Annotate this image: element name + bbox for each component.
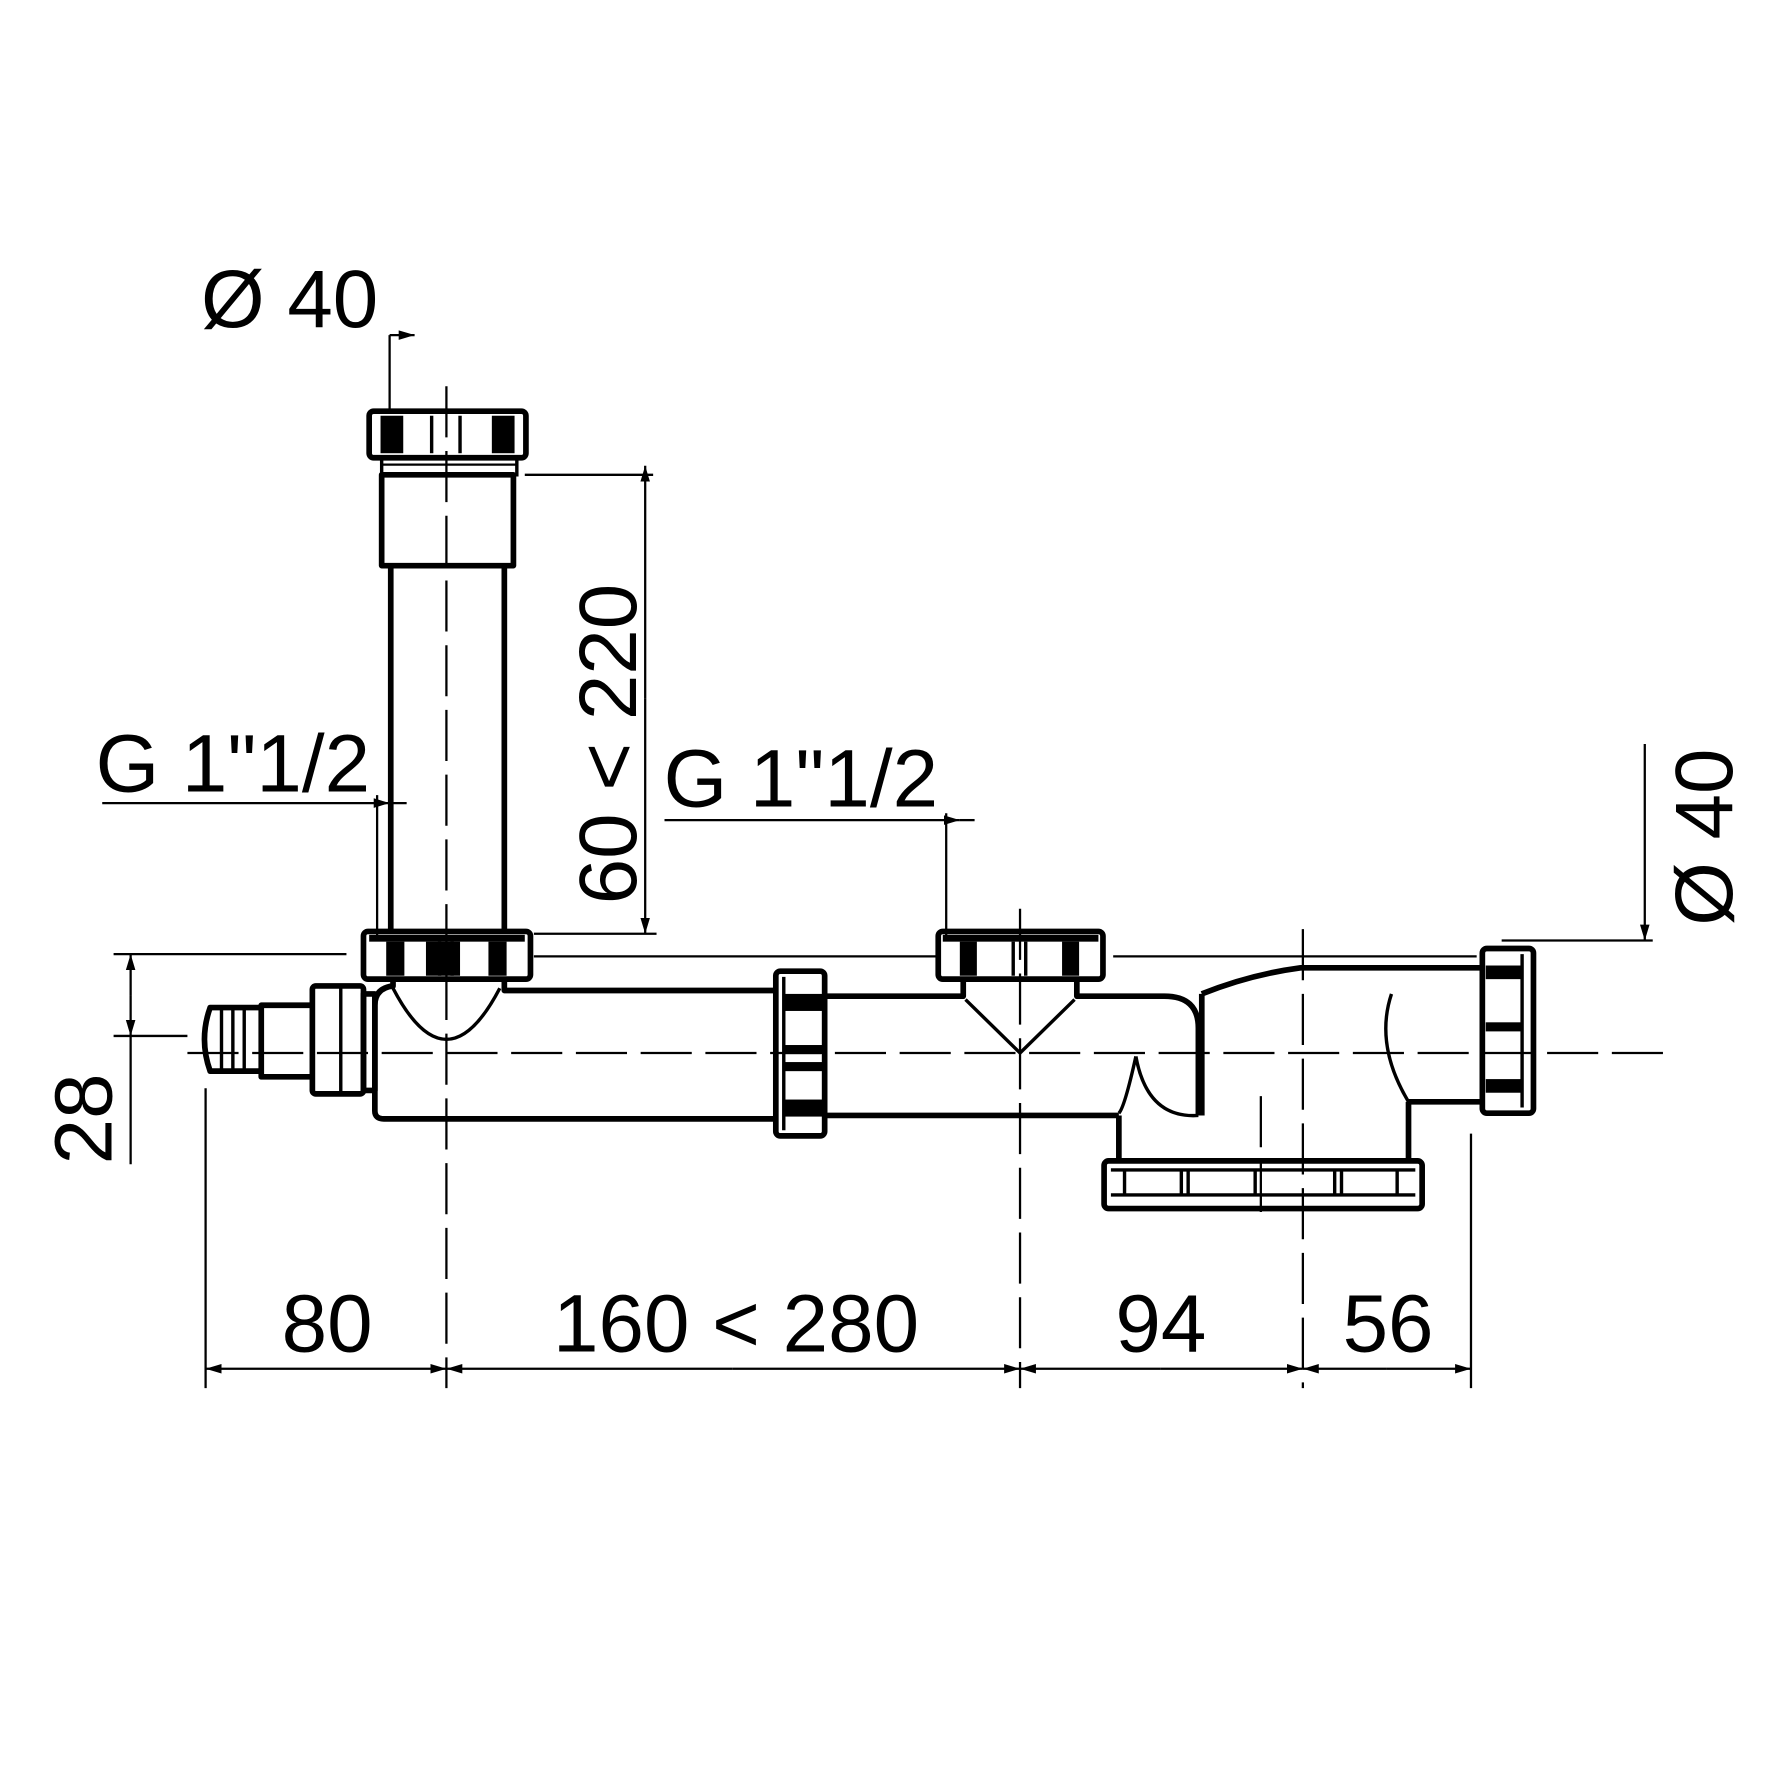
bottom-dim-3: 94 <box>1115 1279 1206 1370</box>
dimension-bottom-chain: 80 160 < 280 94 56 <box>204 1088 1473 1389</box>
left-thread-label: G 1"1/2 <box>96 719 370 810</box>
vertical-length-label: 60 < 220 <box>563 584 654 905</box>
dimension-offset-height: 28 <box>38 953 347 1164</box>
dimension-right-diameter: Ø 40 <box>1501 744 1750 942</box>
right-diameter-label: Ø 40 <box>1659 749 1750 926</box>
vertical-pipe <box>366 408 529 932</box>
offset-height-label: 28 <box>38 1073 129 1164</box>
left-nut <box>360 928 534 1042</box>
dimension-middle-thread: G 1"1/2 <box>533 733 1477 958</box>
dimension-top-diameter: Ø 40 <box>201 254 415 412</box>
center-lines <box>187 386 1676 1389</box>
top-diameter-label: Ø 40 <box>201 254 378 345</box>
bottom-dim-1: 80 <box>282 1279 373 1370</box>
bottom-dim-4: 56 <box>1343 1279 1434 1370</box>
right-nut <box>1479 945 1537 1117</box>
middle-nut <box>935 928 1106 982</box>
dimension-vertical-length: 60 < 220 <box>524 465 657 935</box>
trap-body <box>1101 964 1483 1212</box>
dimension-left-thread: G 1"1/2 <box>96 719 407 938</box>
hose-connector <box>201 983 378 1097</box>
bottom-dim-2: 160 < 280 <box>553 1279 919 1370</box>
middle-thread-label: G 1"1/2 <box>664 733 938 824</box>
